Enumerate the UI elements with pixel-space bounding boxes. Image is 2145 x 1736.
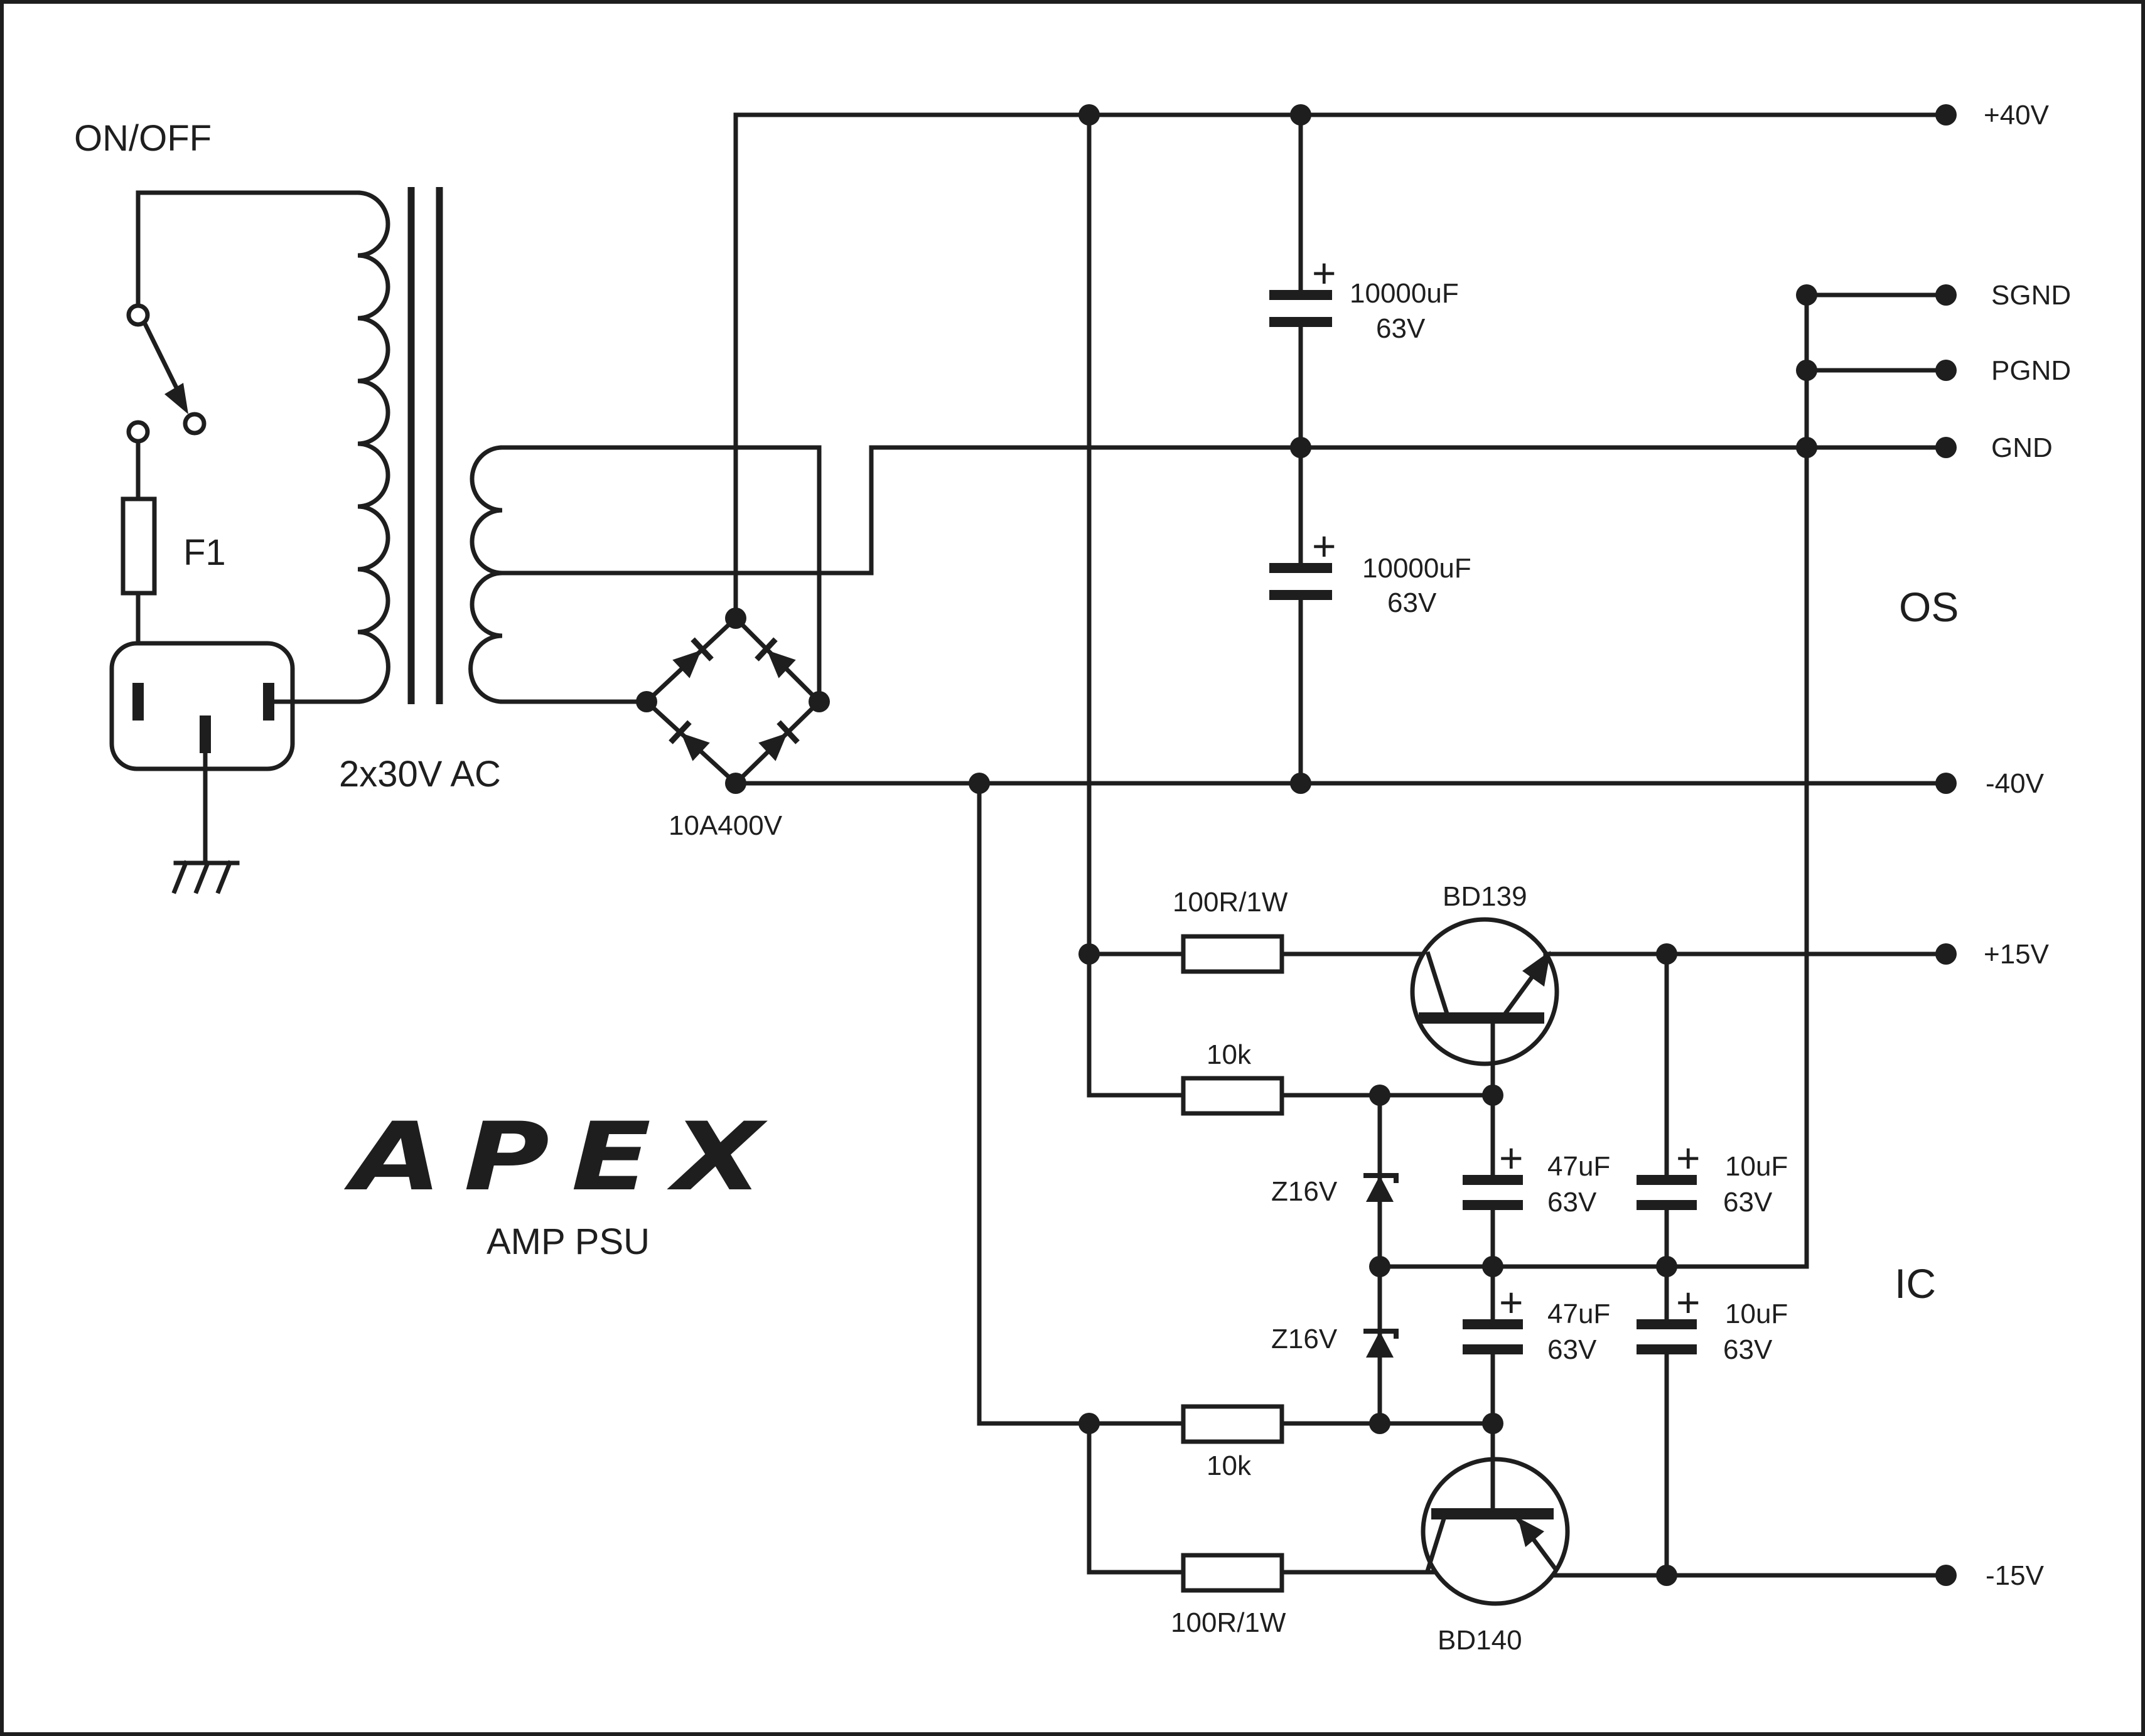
switch-label: ON/OFF [74,118,212,159]
c47-bottom-value: 47uF [1547,1299,1610,1329]
terminal-pgnd[interactable] [1935,360,1957,381]
capacitor-10000uF-bottom [1269,563,1332,600]
terminal-p15[interactable] [1935,943,1957,965]
output-label-p15: +15V [1984,939,2050,970]
switch-bottom-terminal [126,420,150,444]
capacitor-47uF-bottom [1463,1319,1523,1354]
component-labels: ON/OFF F1 2x30V AC 10A400V + 10000uF 63V… [74,118,1959,1656]
zener-diode-icon [1363,1173,1399,1202]
earth-ground-icon [171,860,240,894]
c47-top-voltage: 63V [1547,1187,1597,1218]
emitter-arrow-icon [1518,1518,1544,1547]
c47-bottom-voltage: 63V [1547,1334,1597,1365]
mains-input [109,190,360,894]
cap-bottom-voltage: 63V [1387,587,1437,618]
r-top-power-label: 100R/1W [1173,887,1288,918]
c10-top-plus: + [1676,1135,1701,1181]
cap-top-plus: + [1312,250,1336,296]
output-label-p40: +40V [1984,100,2050,131]
terminal-gnd[interactable] [1935,437,1957,458]
switch-arrow-icon [164,383,188,414]
c10-top-voltage: 63V [1723,1187,1773,1218]
c47-top-plus: + [1499,1135,1524,1181]
output-label-pgnd: PGND [1991,355,2071,386]
negative-regulator [1078,1404,1949,1606]
q-npn-label: BD139 [1443,881,1527,912]
bridge-diode-icon [672,637,714,678]
brand-block: APEX AMP PSU [344,1103,785,1262]
bridge-diode-icon [758,720,800,761]
resistor-10k-bottom [1181,1404,1284,1444]
q-pnp-label: BD140 [1438,1625,1522,1656]
terminal-m40[interactable] [1935,773,1957,794]
c47-top-value: 47uF [1547,1151,1610,1182]
transistor-bd139 [1410,917,1949,1098]
r-bottom-bias-label: 10k [1207,1450,1252,1481]
switch-contact-terminal [183,412,207,436]
mains-socket [109,641,295,771]
apex-logo: APEX [344,1103,785,1212]
transformer-label: 2x30V AC [339,754,501,795]
cap-bottom-value: 10000uF [1362,553,1471,584]
c10-bottom-plus: + [1676,1279,1701,1326]
resistor-100r-top [1181,934,1284,974]
fuse-label: F1 [183,532,226,573]
output-label-sgnd: SGND [1991,280,2071,311]
resistor-10k-top [1181,1076,1284,1116]
terminal-sgnd[interactable] [1935,284,1957,306]
bridge-rectifier [636,608,830,794]
c10-bottom-value: 10uF [1725,1299,1788,1329]
bridge-diode-icon [755,637,796,678]
reference-and-decoupling [1363,951,1809,1578]
transformer [355,187,1299,704]
emitter-arrow-icon [1522,951,1551,987]
brand-subtitle: AMP PSU [487,1221,650,1262]
resistor-100r-bottom [1181,1553,1284,1593]
ic-label: IC [1895,1260,1936,1307]
output-terminals: +40V SGND PGND GND -40V +15V -15V [1935,100,2071,1591]
capacitor-10uF-bottom [1637,1319,1697,1354]
output-label-m15: -15V [1986,1560,2045,1591]
zener-bottom-label: Z16V [1271,1324,1338,1354]
output-label-gnd: GND [1991,432,2053,463]
cap-top-voltage: 63V [1376,313,1426,344]
c10-bottom-voltage: 63V [1723,1334,1773,1365]
zener-top-label: Z16V [1271,1176,1338,1207]
r-bottom-power-label: 100R/1W [1171,1607,1286,1638]
cap-top-value: 10000uF [1350,278,1459,309]
c10-top-value: 10uF [1725,1151,1788,1182]
cap-bottom-plus: + [1312,523,1336,569]
os-label: OS [1899,584,1959,630]
bridge-diode-icon [669,720,710,761]
capacitor-10uF-top [1637,1175,1697,1210]
c47-bottom-plus: + [1499,1279,1524,1326]
fuse-body [121,496,157,596]
bridge-label: 10A400V [669,810,783,841]
terminal-p40[interactable] [1935,104,1957,126]
main-rails [733,104,1949,1426]
transformer-primary-winding [355,190,390,704]
output-label-m40: -40V [1986,768,2045,799]
zener-diode-icon [1363,1329,1399,1358]
capacitor-10000uF-top [1269,290,1332,327]
r-top-bias-label: 10k [1207,1039,1252,1070]
terminal-m15[interactable] [1935,1565,1957,1586]
transistor-bd140 [1421,1421,1949,1606]
capacitor-47uF-top [1463,1175,1523,1210]
switch-top-terminal [126,303,150,327]
transformer-secondary-winding [468,445,505,704]
positive-regulator [1078,917,1949,1116]
